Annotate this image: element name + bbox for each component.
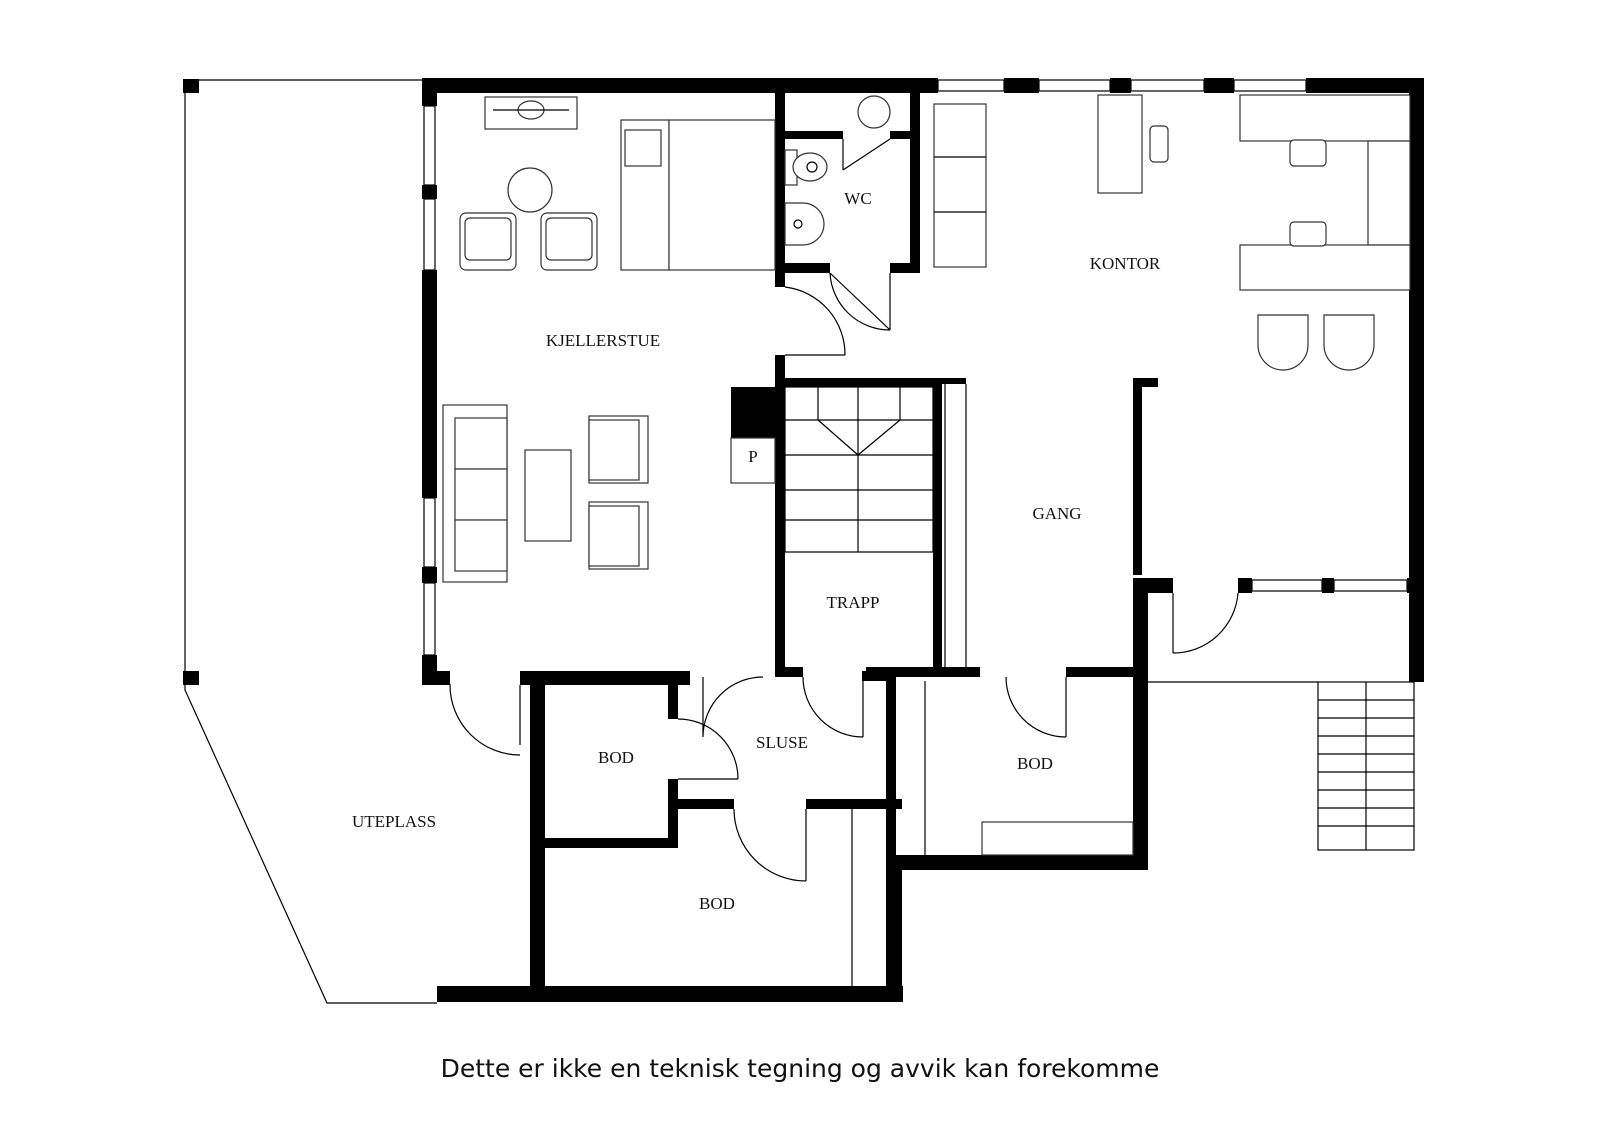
interior-walls (545, 80, 1158, 871)
room-label-wc: WC (844, 189, 871, 208)
exterior-walls (422, 78, 1424, 1002)
interior-stairs (784, 384, 967, 675)
terrace-outline (183, 79, 437, 1004)
room-label-gang: GANG (1032, 504, 1081, 523)
room-label-trapp: TRAPP (827, 593, 880, 612)
room-label-bod-left: BOD (598, 748, 634, 767)
doors (449, 138, 1239, 882)
exterior-stairs (1148, 681, 1415, 851)
room-labels: KJELLERSTUE WC KONTOR GANG TRAPP SLUSE B… (352, 189, 1161, 913)
room-label-kjellerstue: KJELLERSTUE (546, 331, 660, 350)
room-label-kontor: KONTOR (1090, 254, 1161, 273)
chimney-label: P (748, 447, 757, 466)
room-label-sluse: SLUSE (756, 733, 808, 752)
room-label-uteplass: UTEPLASS (352, 812, 436, 831)
room-label-bod-right: BOD (1017, 754, 1053, 773)
furniture (442, 94, 1411, 986)
windows (423, 79, 1408, 656)
room-label-bod-bottom: BOD (699, 894, 735, 913)
disclaimer-caption: Dette er ikke en teknisk tegning og avvi… (440, 1054, 1160, 1083)
